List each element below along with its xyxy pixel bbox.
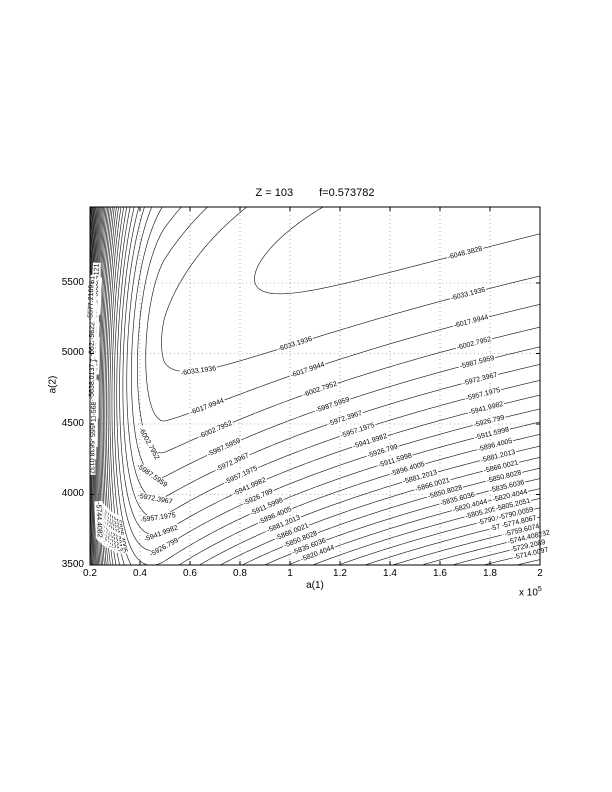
x-tick-label: 0.4 (133, 568, 147, 579)
x-tick-label: 1.6 (433, 568, 447, 579)
x-tick-label: 0.6 (183, 568, 197, 579)
y-tick-label: 5000 (61, 347, 84, 359)
y-tick-label: 4500 (61, 417, 84, 429)
plot-title-f-value: f=0.573782 (319, 187, 375, 199)
y-tick-label: 5500 (61, 276, 84, 288)
y-axis-label: a(2) (47, 375, 59, 394)
x-tick-label: 1.8 (483, 568, 497, 579)
x-scale-exponent: 5 (537, 586, 542, 593)
x-tick-label: 1.4 (383, 568, 397, 579)
y-tick-label: 4000 (61, 488, 84, 500)
x-axis-scale-label: x 105 (519, 586, 542, 598)
x-scale-mantissa: x 10 (519, 587, 538, 599)
x-tick-label: 1 (287, 568, 293, 579)
x-axis-label: a(1) (306, 580, 324, 591)
plot-title: Z = 103 f=0.573782 (90, 187, 540, 199)
x-tick-label: 0.8 (233, 568, 247, 579)
plot-title-z-value: Z = 103 (255, 187, 294, 199)
y-tick-label: 3500 (61, 559, 84, 570)
x-tick-label: 1.2 (333, 568, 347, 579)
x-tick-label: 2 (537, 568, 543, 579)
x-tick-label: 0.2 (83, 568, 97, 579)
